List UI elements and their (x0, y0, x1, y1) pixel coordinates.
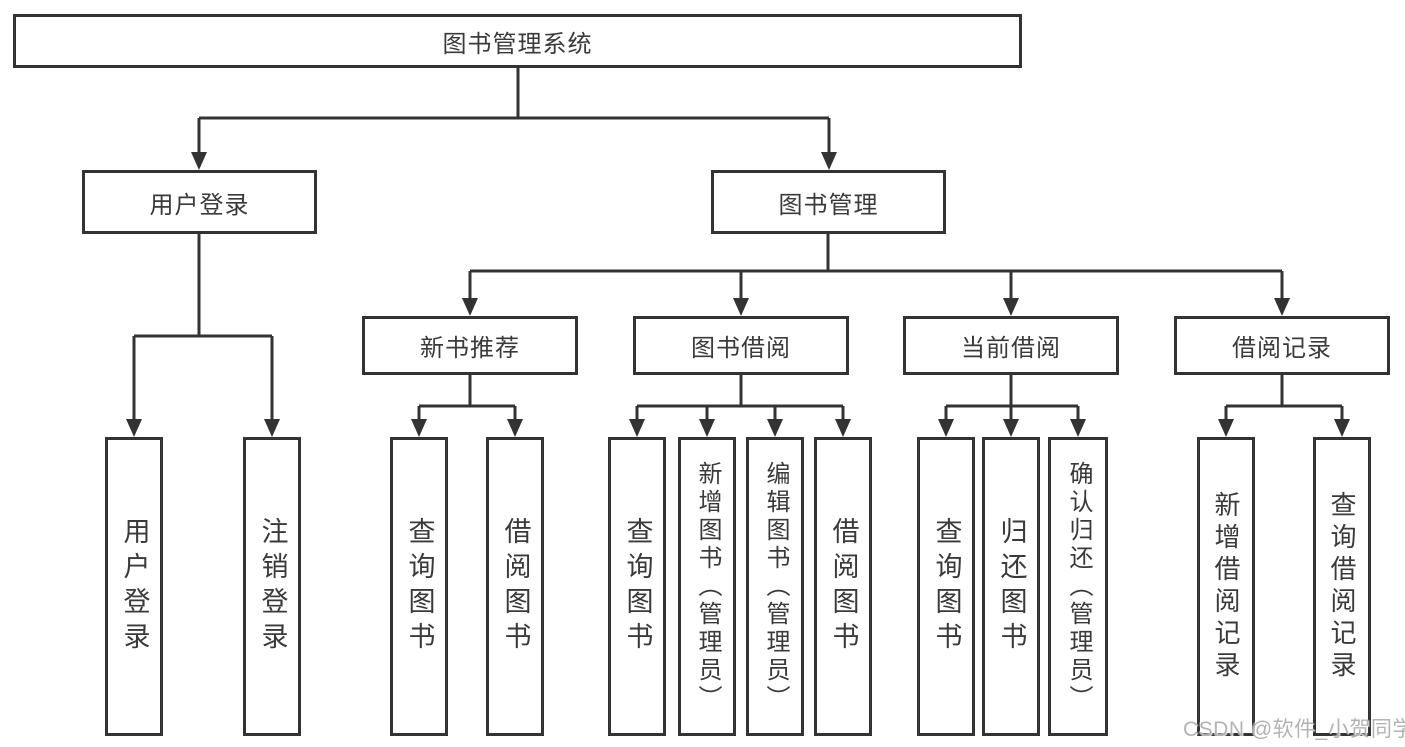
leaf-query-books-current: 查询图书 (917, 437, 975, 736)
node-label: 用户登录 (119, 516, 150, 657)
node-root: 图书管理系统 (13, 14, 1022, 68)
node-label: 编辑图书（管理员） (762, 460, 789, 713)
node-label: 查询借阅记录 (1327, 490, 1357, 683)
node-label: 新增借阅记录 (1211, 490, 1241, 683)
node-current-borrowing: 当前借阅 (903, 316, 1119, 375)
node-label: 图书管理 (778, 191, 879, 219)
leaf-logout-login: 注销登录 (243, 437, 301, 736)
node-label: 借阅图书 (828, 516, 859, 657)
leaf-query-books-borrowing: 查询图书 (608, 437, 666, 736)
leaf-query-books-recommend: 查询图书 (390, 437, 448, 736)
node-label: 归还图书 (996, 516, 1027, 657)
node-label: 查询图书 (931, 516, 962, 657)
node-label: 查询图书 (404, 516, 435, 657)
leaf-confirm-return-admin: 确认归还（管理员） (1048, 437, 1108, 736)
node-label: 查询图书 (622, 516, 653, 657)
node-book-management: 图书管理 (711, 170, 946, 234)
node-label: 注销登录 (257, 516, 288, 657)
leaf-add-borrow-record: 新增借阅记录 (1197, 437, 1255, 736)
node-label: 用户登录 (149, 191, 250, 219)
node-label: 当前借阅 (961, 335, 1061, 362)
node-user-login: 用户登录 (82, 170, 317, 234)
leaf-user-login: 用户登录 (105, 437, 163, 736)
node-label: 借阅图书 (500, 516, 531, 657)
leaf-add-books-admin: 新增图书（管理员） (678, 437, 736, 736)
node-label: 借阅记录 (1232, 335, 1332, 362)
node-label: 图书管理系统 (442, 30, 593, 58)
node-borrowing-records: 借阅记录 (1174, 316, 1390, 375)
csdn-watermark: CSDN @软件_小贺同学 (1183, 718, 1405, 741)
leaf-edit-books-admin: 编辑图书（管理员） (746, 437, 804, 736)
leaf-borrow-books-recommend: 借阅图书 (486, 437, 544, 736)
leaf-borrow-books: 借阅图书 (814, 437, 872, 736)
node-label: 新书推荐 (420, 335, 520, 362)
node-label: 图书借阅 (691, 335, 791, 362)
node-label: 新增图书（管理员） (694, 460, 721, 713)
node-label: 确认归还（管理员） (1065, 460, 1092, 713)
node-book-borrowing: 图书借阅 (633, 316, 849, 375)
leaf-return-books: 归还图书 (982, 437, 1040, 736)
node-new-book-recommendation: 新书推荐 (362, 316, 578, 375)
leaf-query-borrow-record: 查询借阅记录 (1313, 437, 1371, 736)
